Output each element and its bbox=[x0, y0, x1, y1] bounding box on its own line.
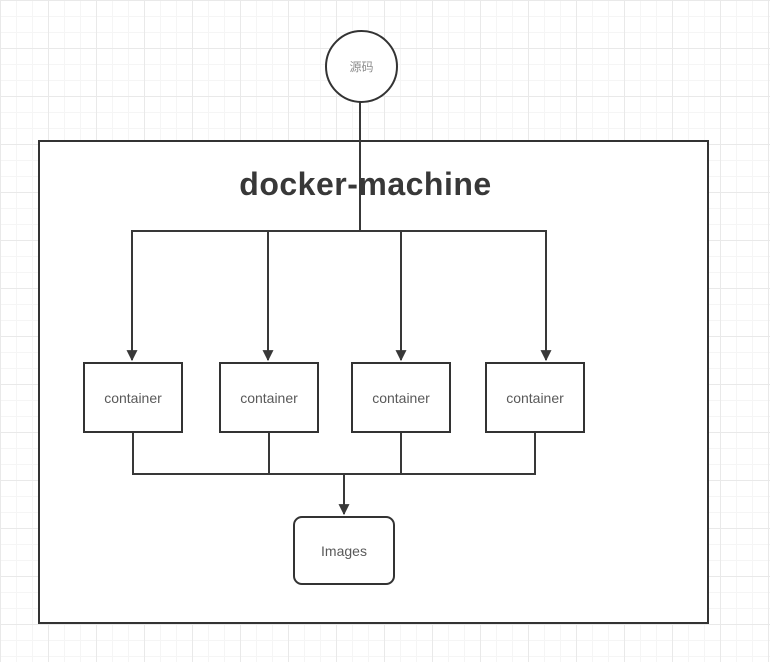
container-node-4: container bbox=[485, 362, 585, 433]
images-node-label: Images bbox=[321, 542, 367, 559]
container-node-label: container bbox=[506, 389, 564, 406]
container-node-label: container bbox=[240, 389, 298, 406]
source-node-label: 源码 bbox=[349, 60, 374, 74]
container-node-label: container bbox=[372, 389, 430, 406]
container-node-label: container bbox=[104, 389, 162, 406]
container-node-1: container bbox=[83, 362, 183, 433]
container-node-3: container bbox=[351, 362, 451, 433]
container-node-2: container bbox=[219, 362, 319, 433]
source-node: 源码 bbox=[325, 30, 398, 103]
docker-machine-title: docker-machine bbox=[239, 166, 492, 202]
images-node: Images bbox=[293, 516, 395, 585]
